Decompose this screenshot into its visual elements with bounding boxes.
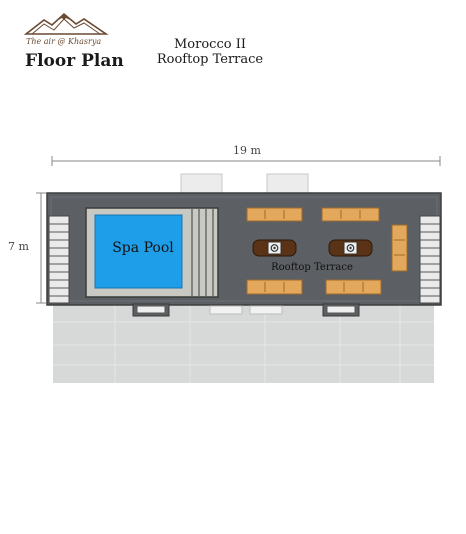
stair-right <box>419 215 441 304</box>
width-dimension-label: 19 m <box>233 144 261 157</box>
skylight <box>249 305 283 315</box>
skylight <box>209 305 243 315</box>
balcony-bay-right <box>322 303 360 317</box>
pool-label: Spa Pool <box>112 240 174 256</box>
sofa <box>325 279 382 295</box>
lower-floor-area <box>53 305 434 383</box>
lower-floor-tiles <box>53 305 434 383</box>
project-heading: Morocco II Rooftop Terrace <box>150 37 270 67</box>
sofa <box>246 207 303 222</box>
roof-fixture-right <box>266 173 309 195</box>
project-area: Rooftop Terrace <box>156 52 264 67</box>
height-dimension-line <box>36 192 46 304</box>
sofa <box>246 279 303 295</box>
brand-logo: The air @ Khasrya <box>24 10 114 70</box>
roof-fixture-left <box>180 173 223 195</box>
project-name: Morocco II <box>174 37 246 52</box>
coffee-table <box>252 239 297 257</box>
coffee-table <box>328 239 373 257</box>
balcony-bay-left <box>132 303 170 317</box>
sofa-side <box>391 224 408 272</box>
stair-left <box>48 215 70 304</box>
pool-steps <box>191 209 214 296</box>
spa-pool-water <box>94 214 183 289</box>
mountain-logo-icon <box>24 12 109 35</box>
terrace-label: Rooftop Terrace <box>271 262 353 273</box>
sofa <box>321 207 380 222</box>
brand-logo-text: The air @ Khasrya <box>26 37 102 46</box>
height-dimension-label: 7 m <box>8 240 29 253</box>
page-title: Floor Plan <box>25 51 124 71</box>
width-dimension-line <box>51 156 441 166</box>
